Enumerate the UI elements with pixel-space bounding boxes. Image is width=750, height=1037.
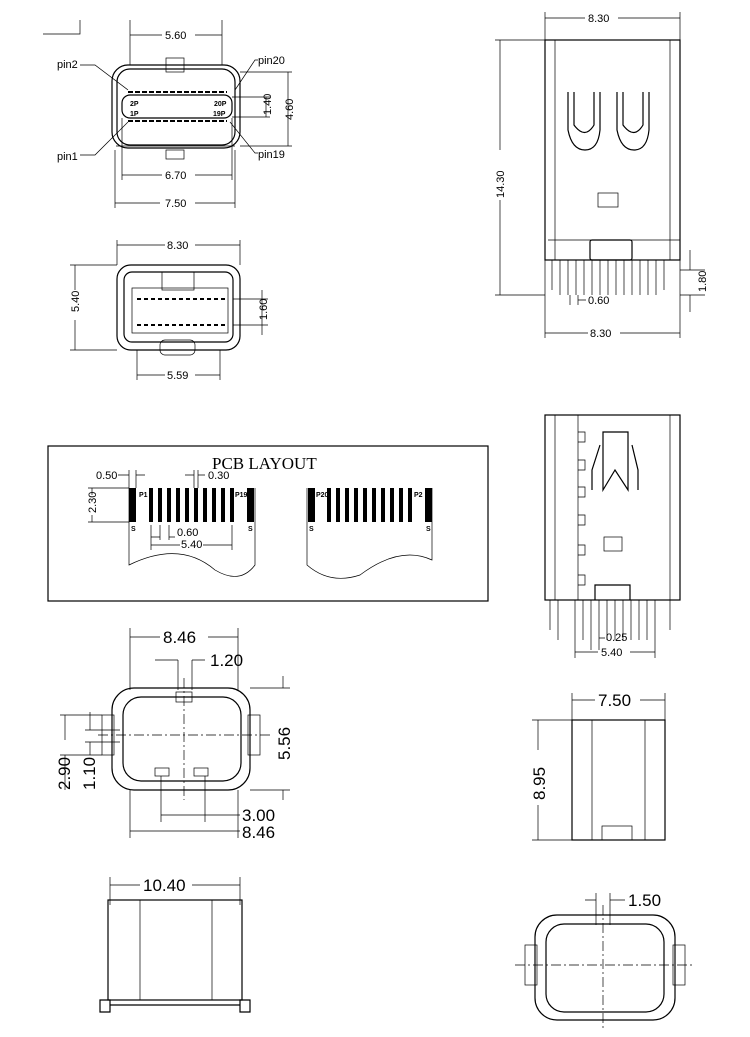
dim-label: 7.50 (165, 198, 186, 210)
dim-label: 3.00 (242, 806, 275, 825)
pin-label: 19P (213, 111, 226, 118)
dim-label: 1.40 (262, 94, 274, 115)
pin19-label: pin19 (258, 149, 285, 161)
dim-label: 1.60 (258, 299, 270, 320)
dim-label: 0.60 (177, 527, 198, 539)
dim-label: 5.60 (165, 30, 186, 42)
pin1-label: pin1 (57, 151, 78, 163)
pad-label: S (309, 526, 314, 533)
dim-label: 8.30 (588, 13, 609, 25)
plug-end-view: 1.50 (515, 891, 695, 1030)
dim-label: 14.30 (495, 170, 507, 198)
side-view-2: 0.25 5.40 (544, 414, 681, 659)
plug-front-view: 8.46 1.20 5.56 2.90 1.10 3.00 8.46 (55, 628, 294, 842)
dim-label: 5.56 (275, 727, 294, 760)
dim-label: 0.25 (606, 632, 627, 644)
pad-label: S (131, 526, 136, 533)
dim-label: 8.46 (163, 628, 196, 647)
dim-label: 8.30 (167, 240, 188, 252)
pin-label: 2P (130, 101, 139, 108)
pad-label: P1 (139, 492, 148, 499)
pin2-label: pin2 (57, 59, 78, 71)
dim-label: 1.50 (628, 891, 661, 910)
pad-label: P20 (316, 492, 329, 499)
dim-label: 7.50 (598, 691, 631, 710)
dim-label: 5.59 (167, 370, 188, 382)
dim-label: 0.30 (208, 470, 229, 482)
front-view: 5.60 2P 20P 1P 19P pin2 pin20 pin1 pin19… (57, 20, 296, 210)
dim-label: 5.40 (70, 291, 82, 312)
pcb-layout: PCB LAYOUT P1 P19 S S P20 P2 S S 0.50 0.… (47, 445, 489, 602)
dim-label: 8.46 (242, 823, 275, 842)
pin-label: 1P (130, 111, 139, 118)
pcb-title: PCB LAYOUT (212, 454, 317, 473)
dim-label: 8.95 (530, 767, 549, 800)
dim-label: 10.40 (143, 876, 186, 895)
plug-top-view: 10.40 (99, 876, 251, 1013)
dim-label: 1.80 (697, 271, 709, 292)
plug-side-view: 7.50 8.95 (530, 691, 666, 841)
dim-label: 0.60 (588, 295, 609, 307)
dim-label: 2.30 (87, 492, 99, 513)
pad-label: S (248, 526, 253, 533)
dim-label: 2.90 (55, 757, 74, 790)
dim-label: 5.40 (601, 647, 622, 659)
rear-view: 8.30 5.40 1.60 5.59 (70, 240, 270, 382)
pad-label: P19 (235, 492, 248, 499)
dim-label: 4.60 (284, 99, 296, 120)
dim-label: 5.40 (181, 539, 202, 551)
pin20-label: pin20 (258, 55, 285, 67)
pad-label: S (426, 526, 431, 533)
dim-label: 6.70 (165, 170, 186, 182)
pin-label: 20P (214, 101, 227, 108)
pad-label: P2 (414, 492, 423, 499)
dim-label: 8.30 (590, 328, 611, 340)
dim-label: 1.10 (80, 757, 99, 790)
dim-label: 1.20 (210, 651, 243, 670)
side-view: 8.30 14.30 1.80 0.60 8.30 (495, 12, 709, 340)
dim-label: 0.50 (96, 470, 117, 482)
